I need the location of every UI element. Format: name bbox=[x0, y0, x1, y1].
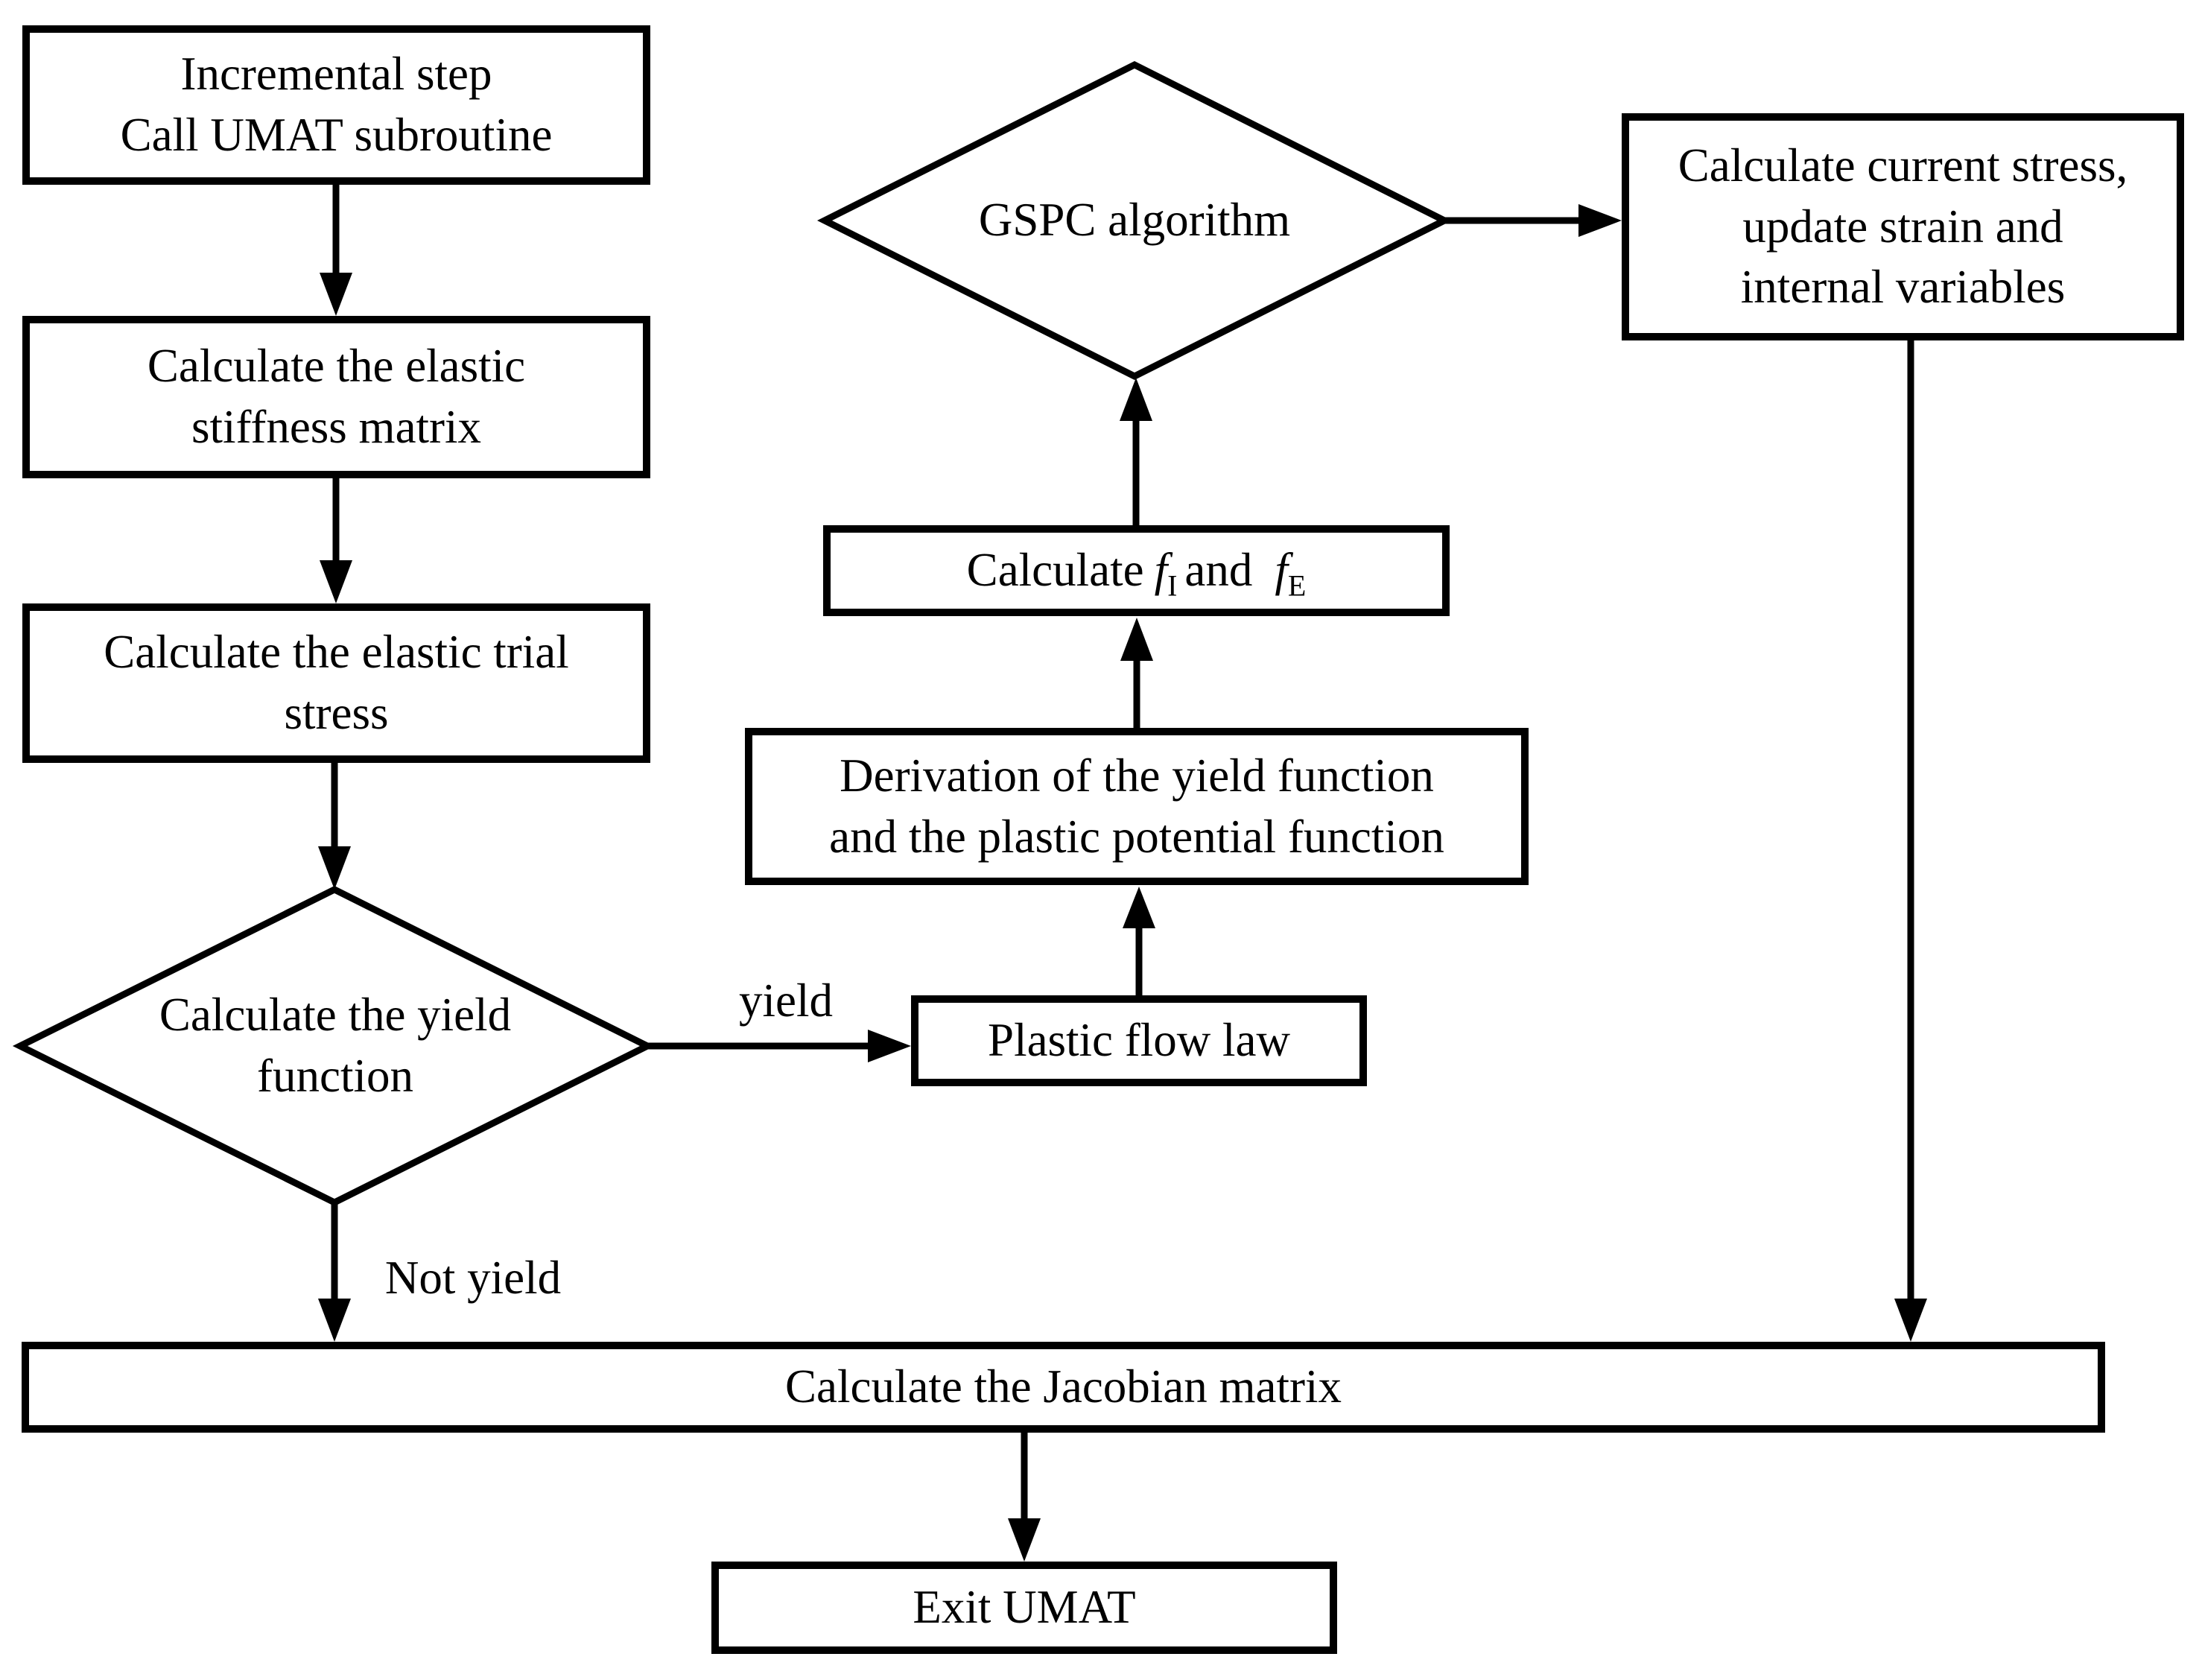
arrowhead-decision-to-jacobian bbox=[318, 1299, 351, 1342]
arrowhead-stiffness-to-trial bbox=[320, 560, 352, 603]
node-incremental-step-line1: Incremental step bbox=[180, 48, 492, 101]
node-elastic-trial-stress-line1: Calculate the elastic trial bbox=[104, 626, 569, 679]
edge-label-yield-text: yield bbox=[739, 974, 833, 1027]
gspc-diamond bbox=[816, 60, 1453, 381]
node-exit-umat-label: Exit UMAT bbox=[913, 1581, 1136, 1634]
node-jacobian-label: Calculate the Jacobian matrix bbox=[785, 1360, 1342, 1413]
calc-f-subscript-1: I bbox=[1167, 568, 1178, 603]
node-gspc-line1: GSPC algorithm bbox=[978, 194, 1291, 247]
edge-label-yield: yield bbox=[700, 967, 872, 1034]
node-incremental-step-line2: Call UMAT subroutine bbox=[120, 109, 553, 161]
node-yield-decision-line1: Calculate the yield bbox=[159, 989, 512, 1042]
node-yield-decision-line2: function bbox=[257, 1050, 413, 1102]
node-current-stress: Calculate current stress, update strain … bbox=[1622, 113, 2184, 340]
node-current-stress-line1: Calculate current stress, bbox=[1678, 139, 2128, 191]
node-current-stress-line3: internal variables bbox=[1740, 261, 2066, 314]
node-yield-decision-label: Calculate the yield function bbox=[97, 964, 574, 1128]
node-derivation-line2: and the plastic potential function bbox=[829, 810, 1444, 863]
node-jacobian: Calculate the Jacobian matrix bbox=[22, 1342, 2105, 1433]
arrowhead-trial-to-decision bbox=[318, 846, 351, 890]
node-current-stress-line2: update strain and bbox=[1742, 200, 2063, 253]
arrowhead-incremental-to-stiffness bbox=[320, 273, 352, 316]
node-exit-umat: Exit UMAT bbox=[711, 1562, 1337, 1654]
edge-label-not-yield: Not yield bbox=[354, 1244, 592, 1311]
arrowhead-decision-to-plastic bbox=[868, 1030, 911, 1062]
node-elastic-trial-stress-line2: stress bbox=[284, 687, 389, 739]
node-gspc-label: GSPC algorithm bbox=[864, 173, 1405, 268]
arrowhead-plastic-to-derivation bbox=[1123, 887, 1155, 928]
node-elastic-stiffness-line1: Calculate the elastic bbox=[147, 340, 526, 393]
arrowhead-calcf-to-gspc bbox=[1120, 378, 1152, 421]
calc-f-symbol-2: f bbox=[1275, 544, 1288, 597]
arrowhead-gspc-to-current bbox=[1578, 204, 1622, 237]
node-plastic-flow-law-label: Plastic flow law bbox=[988, 1014, 1290, 1067]
arrowhead-jacobian-to-exit bbox=[1008, 1518, 1041, 1562]
node-derivation: Derivation of the yield function and the… bbox=[745, 728, 1529, 885]
calc-f-and: and bbox=[1184, 544, 1253, 597]
arrowhead-derivation-to-calcf bbox=[1120, 618, 1153, 661]
node-elastic-stiffness-line2: stiffness matrix bbox=[191, 401, 482, 453]
calc-f-prefix: Calculate bbox=[966, 544, 1144, 597]
edge-label-not-yield-text: Not yield bbox=[384, 1251, 562, 1304]
node-plastic-flow-law: Plastic flow law bbox=[911, 995, 1367, 1086]
node-elastic-stiffness: Calculate the elastic stiffness matrix bbox=[22, 316, 650, 478]
node-incremental-step: Incremental step Call UMAT subroutine bbox=[22, 25, 650, 185]
node-derivation-line1: Derivation of the yield function bbox=[840, 749, 1434, 802]
arrowhead-current-to-jacobian bbox=[1894, 1299, 1927, 1342]
node-elastic-trial-stress: Calculate the elastic trial stress bbox=[22, 603, 650, 763]
calc-f-symbol-1: f bbox=[1154, 544, 1168, 597]
calc-f-subscript-2: E bbox=[1287, 568, 1307, 603]
